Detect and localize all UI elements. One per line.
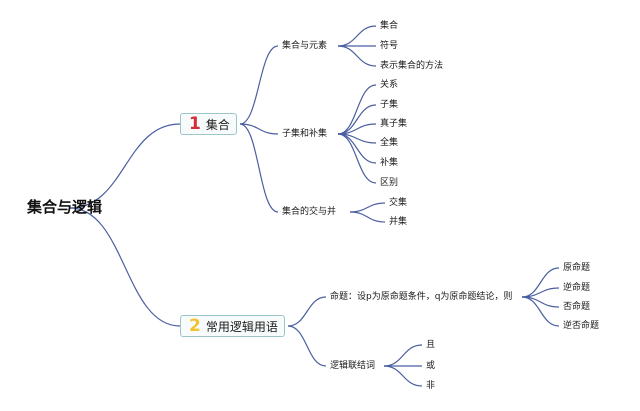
edge-b2-g1 — [287, 296, 327, 327]
leaf-1-2-6: 区别 — [380, 178, 399, 188]
edge-g12-leaf-6 — [337, 133, 377, 184]
edge-g12-leaf-1 — [337, 84, 377, 135]
leaf-2-2-2: 或 — [426, 361, 436, 371]
leaf-1-2-1: 关系 — [380, 80, 399, 90]
edge-b1-g2 — [239, 123, 279, 135]
leaf-1-2-2: 子集 — [380, 100, 399, 110]
leaf-1-3-1: 交集 — [389, 198, 408, 208]
edge-g11-leaf-3 — [337, 45, 377, 67]
leaf-1-1-3: 表示集合的方法 — [380, 61, 444, 71]
branch-2-box: 2 常用逻辑用语 — [180, 315, 285, 337]
leaf-2-1-1: 原命题 — [563, 263, 591, 273]
branch-1-number: 1 — [189, 114, 201, 134]
leaf-1-2-5: 补集 — [380, 158, 399, 168]
branch-1-label: 集合 — [205, 117, 230, 132]
leaf-1-2-4: 全集 — [380, 138, 399, 148]
branch-1-box: 1 集合 — [180, 113, 237, 135]
edge-g13-leaf-1 — [349, 202, 386, 213]
edge-g22-leaf-1 — [383, 344, 423, 367]
group-1-3-label: 集合的交与并 — [282, 207, 337, 217]
edge-g11-leaf-1 — [337, 25, 377, 47]
edge-b1-g1 — [239, 45, 279, 125]
edge-g13-leaf-2 — [349, 211, 386, 223]
leaf-2-1-4: 逆否命题 — [563, 321, 600, 331]
leaf-1-1-2: 符号 — [380, 41, 399, 51]
edge-root-branch-2 — [69, 207, 181, 327]
group-2-2-label: 逻辑联结词 — [330, 361, 376, 371]
root-topic: 集合与逻辑 — [27, 198, 103, 216]
branch-2-number: 2 — [189, 316, 201, 336]
branch-2-label: 常用逻辑用语 — [205, 319, 278, 334]
leaf-1-2-3: 真子集 — [380, 119, 408, 129]
leaf-1-3-2: 并集 — [389, 217, 408, 227]
edge-root-branch-1 — [69, 123, 181, 209]
leaf-2-1-2: 逆命题 — [563, 283, 591, 293]
leaf-2-2-3: 非 — [426, 381, 436, 391]
edge-b2-g2 — [287, 325, 327, 367]
edge-g22-leaf-3 — [383, 365, 423, 387]
group-2-1-label: 命题：设p为原命题条件，q为原命题结论，则 — [330, 292, 513, 302]
leaf-2-2-1: 且 — [426, 340, 436, 350]
group-1-2-label: 子集和补集 — [282, 129, 328, 139]
edge-g21-leaf-4 — [521, 296, 560, 327]
leaf-1-1-1: 集合 — [380, 21, 399, 31]
group-1-1-label: 集合与元素 — [282, 41, 328, 51]
leaf-2-1-3: 否命题 — [563, 302, 591, 312]
edge-b1-g3 — [239, 123, 279, 213]
